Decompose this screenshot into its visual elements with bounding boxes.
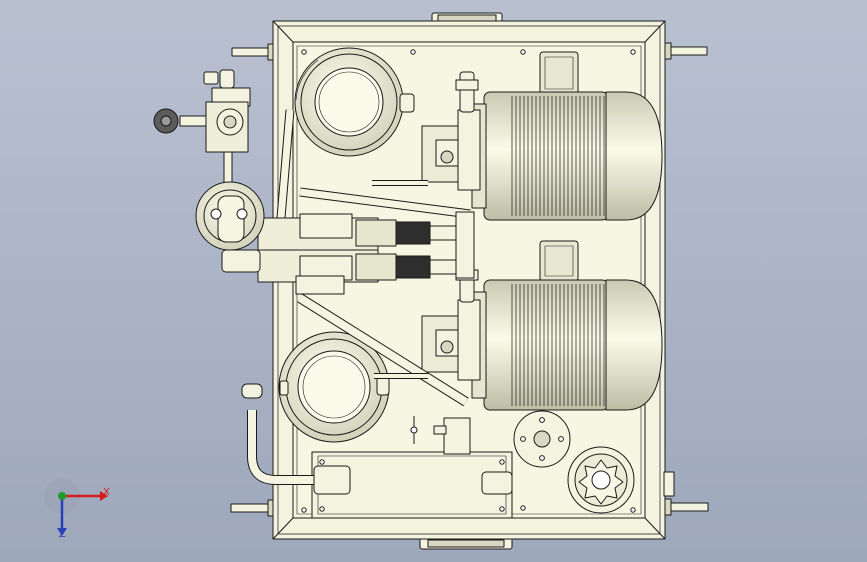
x-axis-label: X xyxy=(103,487,110,498)
upper-pump xyxy=(421,71,481,191)
breather-cap xyxy=(567,446,635,514)
valve-manifold xyxy=(257,211,475,295)
bottom-handle xyxy=(419,537,513,550)
z-axis-label: Z xyxy=(59,529,66,540)
y-axis-dot xyxy=(58,492,66,500)
pressure-valve-assembly xyxy=(153,69,251,185)
lower-motor xyxy=(471,240,663,411)
inspection-cover xyxy=(513,410,571,468)
fittings xyxy=(241,383,675,497)
pipes xyxy=(247,109,471,485)
upper-tank-cover xyxy=(294,47,415,157)
lower-tank-cover xyxy=(278,331,390,443)
upper-motor xyxy=(471,51,663,221)
filter-bowl xyxy=(195,181,265,273)
orientation-triad xyxy=(44,478,108,536)
mounting-feet xyxy=(230,42,709,517)
